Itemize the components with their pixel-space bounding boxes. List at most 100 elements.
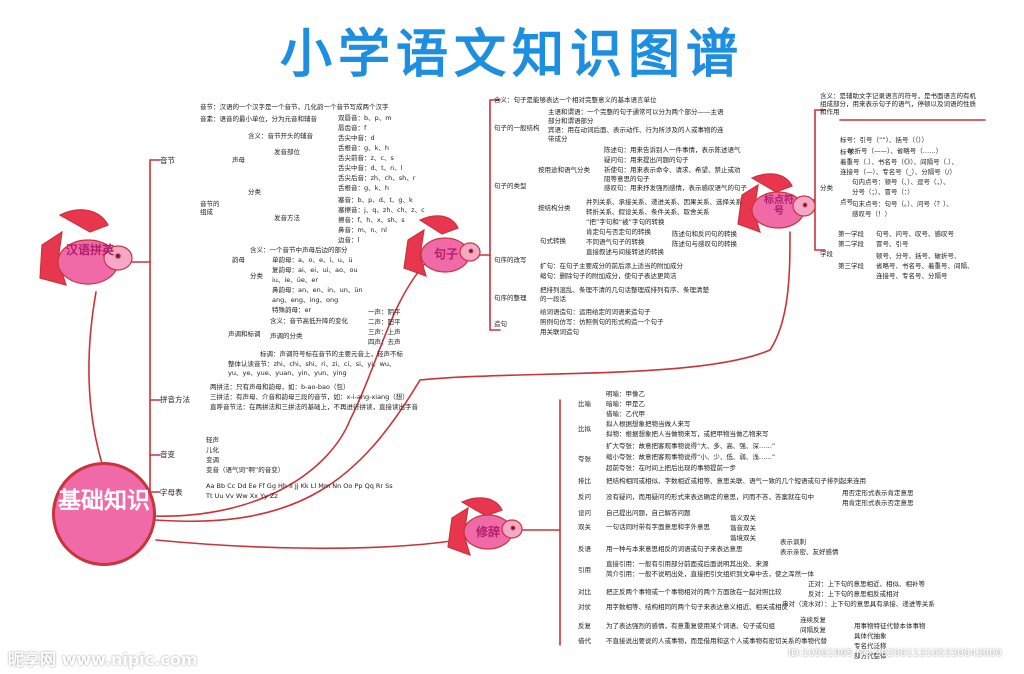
yongtu-item: 祈使句：用来表示命令、请求、希望、禁止或劝 (604, 166, 741, 174)
sg-right: 谐境双关 (730, 534, 756, 542)
node-jichu[interactable]: 基础知识 (52, 462, 156, 566)
ff-text: 为了表达强烈的感情，有意重复使用某个词语、句子或句组 (606, 622, 775, 630)
xc-fanwen: 反问 (578, 493, 591, 501)
xd3: 第三学段 (838, 262, 864, 270)
zh-right: 陈述句和反问句的转换 (672, 230, 737, 238)
fuyunmu: 复韵母：ai、ei、ui、ao、ou (272, 266, 358, 274)
node-juzi-label[interactable]: 句子 (433, 247, 458, 261)
node-hanyu-label[interactable]: 汉语拼英 (66, 243, 115, 257)
yunmu-label: 韵母 (232, 256, 245, 264)
shengmu-def: 含义：音节开头的辅音 (248, 132, 313, 140)
xd3-item: 连接号、专名号、分隔号 (876, 272, 948, 280)
juzi-hanyi: 含义：句子是能够表达一个相对完整意义的基本语言单位 (494, 96, 657, 104)
buwei-item: 舌尖中音：d、t、n、l (338, 164, 403, 172)
fw-right: 用肯定形式表示否定意思 (842, 499, 914, 507)
xd3-item: 省略号、书名号、着重号、间隔、 (876, 262, 974, 270)
xc-niren: 比拟 (578, 425, 591, 433)
link-jichu-xiuci (155, 539, 459, 550)
xd3-item: 顿号、分号、括号、破折号、 (876, 252, 961, 260)
sd-item: 二声：阳平 (368, 318, 401, 326)
gx-item: 扩句：在句子主要成分的前后添上适当的附加成分 (540, 262, 683, 270)
dh-item: 句末点号：句号（。）、问号（？）、 (852, 200, 953, 208)
yongtu-item: 感叹句：用来抒发强烈感情，表示感叹语气的句子 (604, 184, 747, 192)
fayin-buwei: 发音部位 (274, 148, 300, 156)
fish-hanyu (39, 209, 133, 286)
nr-item: 拟人根据想象把物当做人来写 (606, 420, 691, 428)
shengmu-fenlei: 分类 (248, 188, 261, 196)
link-jichu-biaodian (154, 231, 791, 522)
xc-paibi: 排比 (578, 477, 591, 485)
xd1-text: 句号、问号、叹号、感叹号 (876, 230, 954, 238)
juzi-yiban: 句子的一般结构 (494, 124, 540, 132)
yongtu-item: 疑问句：用来提出问题的句子 (604, 156, 689, 164)
dh-item: 感叹号（！） (852, 210, 891, 218)
xc-shewen: 设问 (578, 509, 591, 517)
link-jichu-juzi (149, 257, 431, 517)
yiban-item: 主语和谓语：一个完整的句子通常可以分为两个部分——主语 (548, 108, 724, 116)
xc-fanyu: 反语 (578, 545, 591, 553)
buwei-item: 唇齿音：f (338, 124, 367, 132)
teshu-yunmu: 特殊韵母：er (272, 306, 312, 314)
yb-item: 儿化 (206, 446, 219, 454)
juzi-zaoju: 造句 (494, 320, 507, 328)
jd-text: 不直接说出要说的人或事物，而是借用和这个人或事物有密切关系的事物代替 (606, 637, 827, 645)
node-xiuci-label[interactable]: 修辞 (475, 525, 500, 539)
by-item: 暗喻：甲是乙 (606, 400, 645, 408)
link-jichu-hanyu (88, 291, 105, 471)
gx-item: 缩句：删除句子的附加成分，使句子表达更简洁 (540, 272, 677, 280)
by-item: 借喻：乙代甲 (606, 410, 645, 418)
xd1: 第一学段 (838, 230, 864, 238)
link-hanyu-yinjie (117, 159, 161, 263)
zh-item: 不同语气句子的转换 (586, 238, 645, 246)
py-item: 两拼法：只有声母和韵母，如：b-ao-bao（包） (210, 383, 350, 391)
zh-item: 肯定句与否定句的转换 (586, 228, 651, 236)
nr-item: 拟物：根据想象把人当做物来写，或把甲物当做乙物来写 (606, 430, 769, 438)
juzi-gaixie: 句序的改写 (494, 256, 527, 264)
buwei-item: 舌根音：g、k、h (338, 184, 390, 192)
bh-item: 破折号（——）、省略号（……） (848, 147, 943, 155)
yy-item: 直接引用：一般有引用部分前面或后面说明其出处、来源 (606, 560, 769, 568)
biaodiao: 标调：声调符号标在音节的主要元音上，轻声不标 (260, 350, 403, 358)
dh-item: 句内点号：顿号（、）、逗号（，）、 (852, 178, 950, 186)
yinjie-label: 音节 (160, 156, 175, 165)
fish-xiuci (447, 497, 523, 556)
yb-item: 变调 (206, 456, 219, 464)
yiban-item: 带成分 (548, 135, 568, 143)
db-right: 反对：上下句的意思相反或相对 (808, 590, 899, 598)
dz-text: 用字数相等、结构相同的两个句子来表达意义相近、相关或相反 (606, 603, 788, 611)
jd-right: 专名代泛称 (854, 642, 887, 650)
ff-right: 连续反复 (800, 616, 826, 624)
kz-item: 超前夸张：在时间上把后出现的事物提前一步 (606, 464, 736, 472)
zhengli-text: 的一段话 (540, 295, 566, 303)
sg-right: 谐音双关 (730, 524, 756, 532)
bh-item: 连接号（—）、专名号（_）、分隔号（/） (840, 168, 956, 176)
zh-item: “把”字句和“被”字句的转换 (586, 218, 665, 226)
zimubiao-label: 字母表 (160, 488, 183, 497)
fish-biaodian (737, 173, 816, 233)
node-biaodian-label[interactable]: 标点符号 (764, 195, 794, 217)
xc-duibi: 对比 (578, 588, 591, 596)
fy-text: 用一种与本来意思相反的词语或句子来表达意思 (606, 545, 743, 553)
yy-item: 简介引用：一般不说明出处，直接把引文组织到文章中去，使之浑然一体 (606, 570, 814, 578)
db-right: 串对（流水对）：上下句的意思具有承接、递进等关系 (782, 600, 935, 608)
xc-fanfu: 反复 (578, 622, 591, 630)
juzi-yongtu: 按用途和语气分类 (538, 166, 590, 174)
fw-right: 用否定形式表示肯定意思 (842, 489, 914, 497)
buwei-item: 舌根音：g、k、h (338, 144, 390, 152)
watermark: 昵享网 www.nipic.com (8, 650, 198, 669)
xd2-text: 冒号、引号 (876, 240, 909, 248)
bh-item: 标号：引号（“”）、括号（（）） (840, 136, 928, 144)
sd-item: 四声：去声 (368, 338, 401, 346)
node-jichu-label: 基础知识 (58, 488, 150, 514)
link-hanyu-pinyinfangfa (149, 261, 161, 401)
zaoju-item: 用关联词造句 (540, 328, 579, 336)
watermark-id: ID:10561965 NO:20200113105330043000 (788, 648, 1002, 659)
shengmu-label: 声母 (232, 156, 245, 164)
jd-right: 用事物特征代替本体事物 (854, 622, 926, 630)
xc-shuangguan: 双关 (578, 523, 591, 531)
zaoju-item: 给词语造句：运用给定的词语来造句子 (540, 308, 651, 316)
xc-kuazhang: 夸张 (578, 455, 591, 463)
jd-right: 部分代整体 (854, 652, 887, 660)
buwei-item: 舌尖前音：z、c、s (338, 154, 394, 162)
by-item: 明喻：甲像乙 (606, 390, 645, 398)
